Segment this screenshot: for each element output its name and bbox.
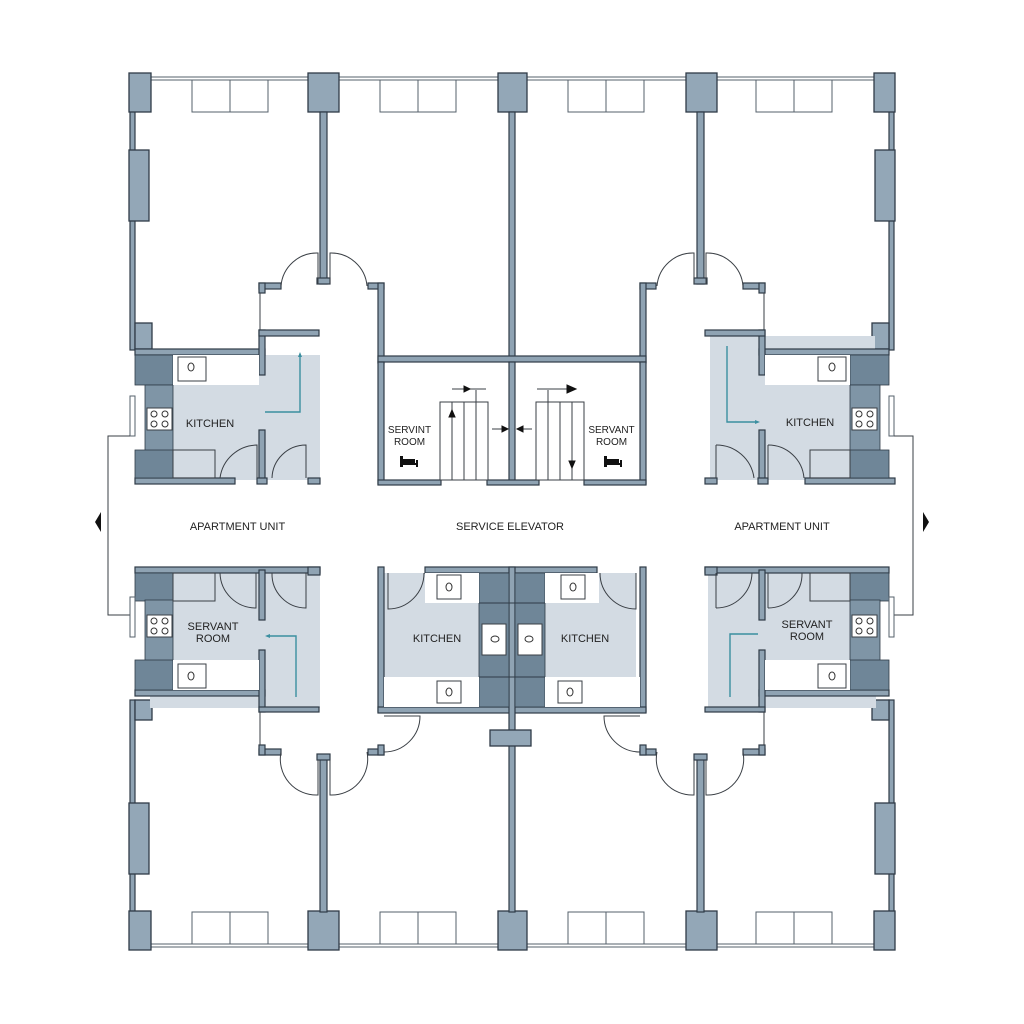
pier xyxy=(307,910,340,951)
stove-icon xyxy=(146,614,173,638)
kitchen-label: KITCHEN xyxy=(185,418,235,430)
pier xyxy=(685,72,718,113)
sink-icon xyxy=(436,574,462,600)
arrow-icon xyxy=(566,384,578,394)
sink-icon xyxy=(817,356,847,382)
kitchen-label: KITCHEN xyxy=(785,417,835,429)
bed-icon xyxy=(400,456,418,467)
kitchen-label: KITCHEN xyxy=(412,633,462,645)
bed-icon xyxy=(604,456,622,467)
top-windows xyxy=(191,79,833,113)
sink-icon xyxy=(560,574,586,600)
pier xyxy=(128,72,152,113)
stove-icon xyxy=(851,407,878,431)
bottom-windows xyxy=(191,911,833,945)
kitchen-upper-left xyxy=(107,329,321,616)
sink-icon xyxy=(177,356,207,382)
corridor-label-left: APARTMENT UNIT xyxy=(189,521,286,533)
sink-icon xyxy=(817,663,847,689)
toilet-icon xyxy=(481,623,507,656)
stove-icon xyxy=(146,407,173,431)
servant-room-label: SERVINT ROOM xyxy=(387,425,432,448)
pier xyxy=(685,910,718,951)
sink-icon xyxy=(436,680,462,704)
triangle-marker-icon xyxy=(95,512,101,532)
arrow-icon xyxy=(448,408,456,418)
pier xyxy=(873,72,896,113)
kitchen-upper-right xyxy=(704,329,914,616)
arrow-icon xyxy=(463,385,472,393)
pier xyxy=(497,72,528,113)
servant-room-label: SERVANT ROOM xyxy=(588,425,635,448)
partitions-bottom xyxy=(258,712,766,913)
corridor-label-right: APARTMENT UNIT xyxy=(734,521,830,533)
pier xyxy=(128,910,152,951)
arrow-icon xyxy=(515,425,524,433)
perimeter-walls xyxy=(128,72,896,951)
servant-room-lower-left xyxy=(129,566,321,713)
triangle-marker-icon xyxy=(923,512,929,532)
kitchen-label: KITCHEN xyxy=(560,633,610,645)
stove-icon xyxy=(851,614,878,638)
stair-core xyxy=(377,361,647,486)
kitchens-lower-center xyxy=(377,566,647,913)
partitions-top xyxy=(258,111,766,364)
sink-icon xyxy=(177,663,207,689)
pier xyxy=(497,910,528,951)
servant-room-label: SERVANT ROOM xyxy=(781,619,833,643)
pier xyxy=(873,910,896,951)
toilet-icon xyxy=(517,623,543,656)
pier xyxy=(307,72,340,113)
servant-room-label: SERVANT ROOM xyxy=(187,621,239,645)
sink-icon xyxy=(557,680,583,704)
arrow-icon xyxy=(501,425,510,433)
arrow-icon xyxy=(568,460,576,470)
servant-room-lower-right xyxy=(704,566,895,713)
corridor-label-center: SERVICE ELEVATOR xyxy=(455,521,564,533)
